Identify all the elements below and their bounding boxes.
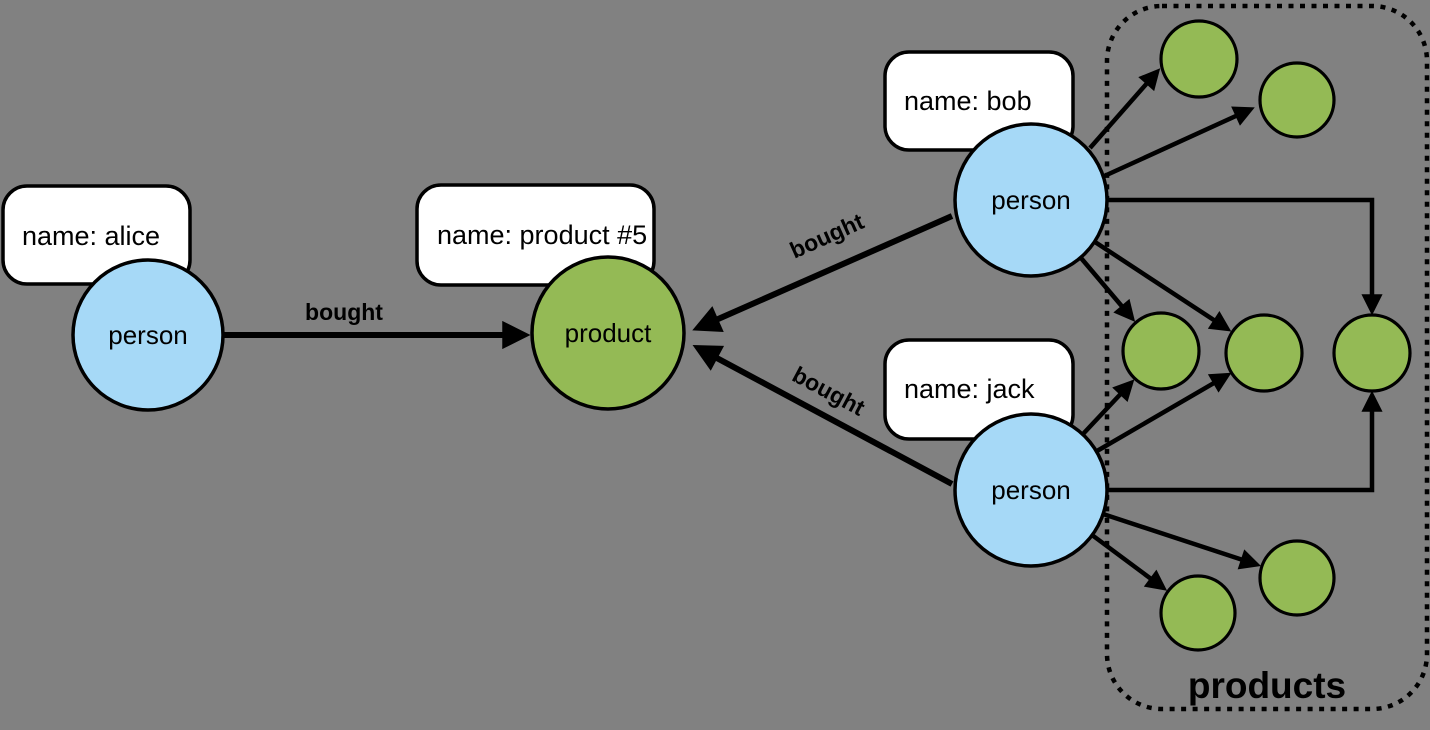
product5-node: product bbox=[530, 255, 686, 411]
edge-jack-product-7 bbox=[1102, 511, 1262, 570]
product-node-7 bbox=[1258, 539, 1336, 617]
product-node-4 bbox=[1224, 313, 1304, 393]
product5-node-label: product bbox=[565, 318, 652, 348]
bob-property-text: name: bob bbox=[904, 86, 1032, 116]
bob-node-label: person bbox=[991, 185, 1071, 215]
products-cluster-border bbox=[1104, 3, 1430, 712]
alice-node-label: person bbox=[108, 320, 188, 350]
edge-bob-product-4 bbox=[1093, 240, 1232, 332]
edge-bob-product-1 bbox=[1088, 68, 1161, 150]
product-node-6 bbox=[1159, 574, 1237, 652]
edge-jack-product-5-elbow bbox=[1107, 390, 1383, 493]
edge-jack-product-3 bbox=[1081, 379, 1135, 436]
edge-jack-bought-product bbox=[692, 345, 954, 487]
edge-jack-product-4 bbox=[1095, 372, 1232, 453]
alice-person-node: person bbox=[71, 258, 225, 412]
alice-property-text: name: alice bbox=[22, 221, 160, 251]
jack-person-node: person bbox=[953, 412, 1109, 568]
edge-bob-product-5-elbow bbox=[1107, 197, 1383, 316]
jack-node-label: person bbox=[991, 475, 1071, 505]
product-node-2 bbox=[1258, 61, 1336, 139]
products-cluster-label: products bbox=[1188, 665, 1346, 706]
edge-bob-bought-product bbox=[692, 213, 954, 332]
jack-property-text: name: jack bbox=[904, 374, 1035, 404]
product-node-3 bbox=[1121, 311, 1201, 391]
bob-person-node: person bbox=[953, 122, 1109, 278]
alice-bought-label: bought bbox=[305, 299, 383, 325]
product-node-1 bbox=[1159, 19, 1239, 99]
edge-bob-product-2 bbox=[1099, 106, 1255, 181]
edge-jack-product-6 bbox=[1090, 533, 1168, 591]
edge-bob-product-3 bbox=[1079, 256, 1136, 322]
product5-property-text: name: product #5 bbox=[437, 220, 647, 250]
product-node-5 bbox=[1332, 313, 1412, 393]
